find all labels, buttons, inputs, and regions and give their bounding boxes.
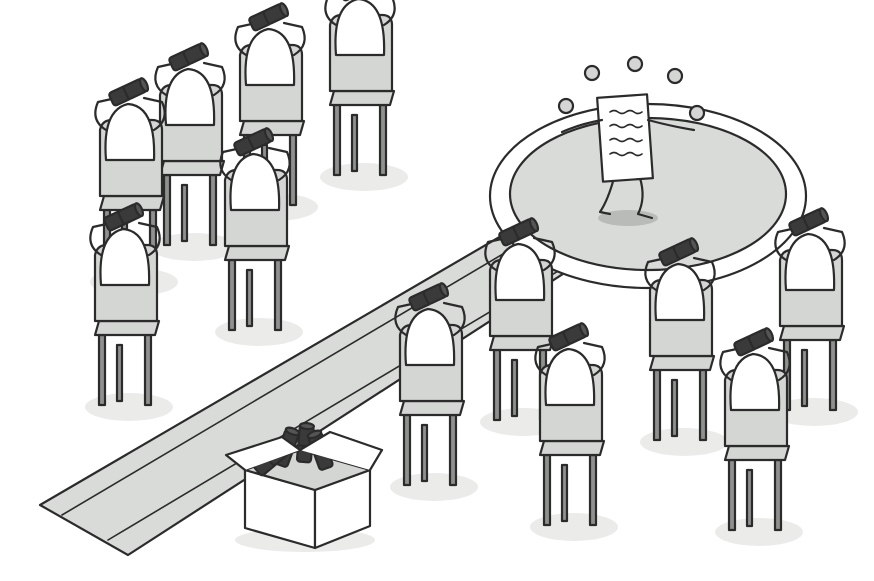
juggling-balls <box>557 55 706 122</box>
spectator <box>215 127 303 346</box>
stage <box>488 102 808 290</box>
document-character-icon <box>557 55 706 226</box>
spectator <box>715 327 803 546</box>
spectator <box>85 202 173 421</box>
open-box-icon <box>224 421 384 552</box>
spectator <box>320 0 408 191</box>
